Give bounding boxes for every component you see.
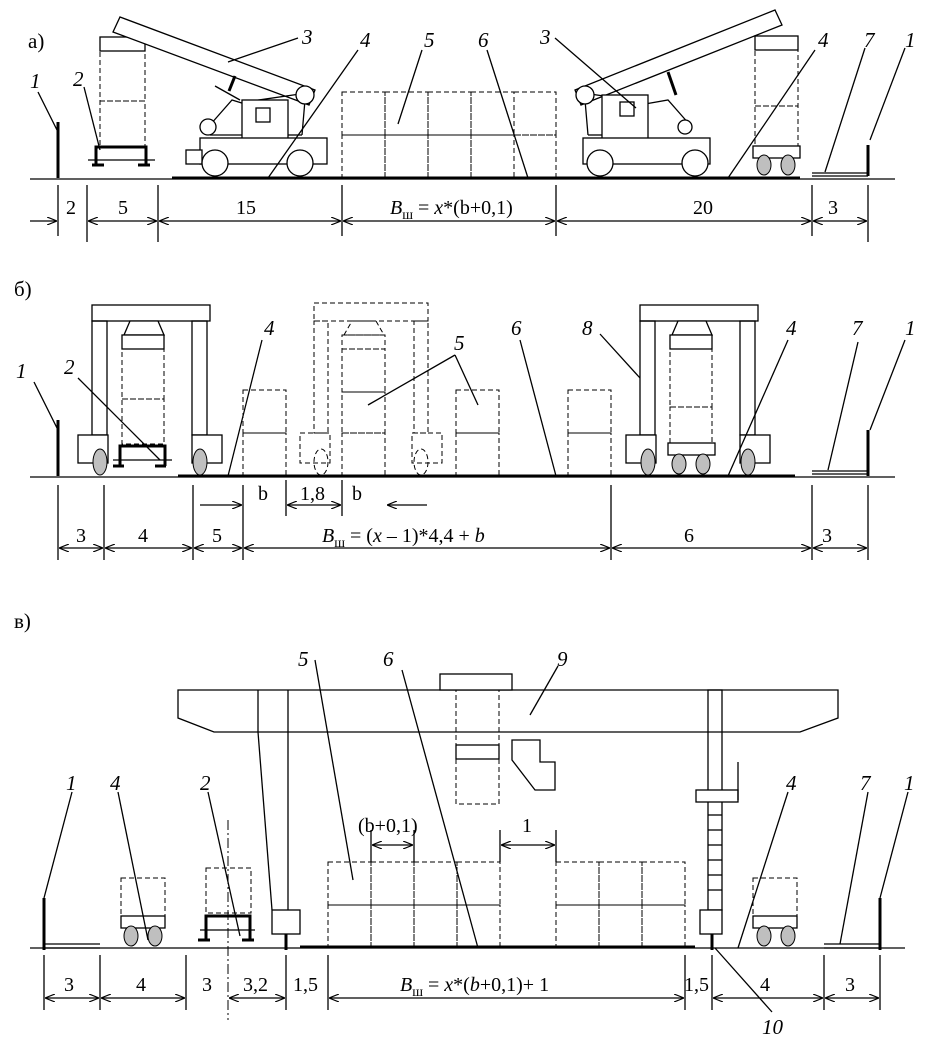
dim-c-1-5-right: 1,5	[684, 974, 709, 996]
container-stack-b	[242, 302, 612, 477]
callout-c-5: 5	[298, 647, 309, 671]
gantry-crane	[177, 673, 839, 950]
dimension-line-b	[57, 485, 869, 560]
callout-2-truck: 2	[73, 67, 84, 91]
inner-dimensions-b	[200, 480, 427, 516]
dim-a-3: 3	[828, 197, 838, 219]
truck-left	[88, 36, 155, 167]
callout-3-crane: 3	[301, 25, 313, 49]
callout-c-4: 4	[110, 771, 121, 795]
callout-c-2: 2	[200, 771, 211, 795]
rail-wagon-c	[198, 820, 255, 1020]
callout-6-storage: 6	[478, 28, 489, 52]
straddle-carrier-left	[77, 304, 223, 476]
callout-c-1: 1	[66, 771, 77, 795]
callout-c-1-right: 1	[904, 771, 915, 795]
dim-b-gap-b1: b	[258, 483, 268, 505]
dim-c-1: 1	[522, 815, 532, 837]
dim-b-gap-b2: b	[352, 483, 362, 505]
dim-b-5: 5	[212, 525, 222, 547]
dim-a-15: 15	[236, 197, 256, 219]
callout-4-lane-right: 4	[818, 28, 829, 52]
formula-c: Bш = x*(b+0,1)+ 1	[400, 974, 549, 1000]
formula-a: Bш = x*(b+0,1)	[390, 197, 513, 223]
dim-c-4: 4	[136, 974, 146, 996]
callout-5-containers: 5	[424, 28, 435, 52]
formula-b: Bш = (x – 1)*4,4 + b	[322, 525, 485, 551]
truck-right	[752, 35, 801, 176]
callout-7-rail: 7	[864, 28, 876, 52]
callout-c-10: 10	[762, 1015, 784, 1039]
truck-right-c	[752, 877, 798, 947]
callout-b-8: 8	[582, 316, 593, 340]
dim-b-6: 6	[684, 525, 694, 547]
dimension-line-c	[43, 955, 881, 1010]
mobile-crane-left	[112, 16, 328, 177]
panel-a-label: а)	[28, 29, 44, 53]
callout-1-fence: 1	[30, 69, 41, 93]
callout-b-6: 6	[511, 316, 522, 340]
dim-b-3-right: 3	[822, 525, 832, 547]
callout-4-lane: 4	[360, 28, 371, 52]
callout-b-4-right: 4	[786, 316, 797, 340]
dim-c-gap: (b+0,1)	[358, 815, 418, 837]
callout-c-6: 6	[383, 647, 394, 671]
callout-b-5: 5	[454, 331, 465, 355]
inner-dimensions-c	[370, 830, 557, 862]
dim-c-3: 3	[64, 974, 74, 996]
container-stack-c	[327, 861, 686, 949]
dim-b-3: 3	[76, 525, 86, 547]
dim-c-1-5-left: 1,5	[293, 974, 318, 996]
panel-b: б)	[14, 277, 916, 560]
panel-a: а)	[28, 9, 916, 242]
panel-c: в)	[14, 609, 915, 1039]
straddle-carrier-right	[625, 304, 771, 476]
dimension-line-a	[30, 185, 869, 242]
callout-c-9: 9	[557, 647, 568, 671]
dim-a-5: 5	[118, 197, 128, 219]
callout-b-4: 4	[264, 316, 275, 340]
dim-b-1-8: 1,8	[300, 483, 325, 505]
callout-b-1: 1	[16, 359, 27, 383]
callout-3-crane-right: 3	[539, 25, 551, 49]
mobile-crane-right	[574, 9, 783, 177]
callout-c-4-right: 4	[786, 771, 797, 795]
callout-1-fence-right: 1	[905, 28, 916, 52]
dim-a-20: 20	[693, 197, 713, 219]
dim-a-2: 2	[66, 197, 76, 219]
panel-c-label: в)	[14, 609, 31, 633]
callout-b-2: 2	[64, 355, 75, 379]
dim-c-3-2: 3,2	[243, 974, 268, 996]
truck-left-c	[120, 877, 166, 947]
dim-c-3-mid: 3	[202, 974, 212, 996]
callout-b-7: 7	[852, 316, 864, 340]
callout-b-1-right: 1	[905, 316, 916, 340]
dim-c-3-right: 3	[845, 974, 855, 996]
dim-b-4: 4	[138, 525, 148, 547]
panel-b-label: б)	[14, 277, 32, 301]
callout-c-7: 7	[860, 771, 872, 795]
container-stack-a	[341, 91, 557, 179]
dim-c-4-right: 4	[760, 974, 770, 996]
